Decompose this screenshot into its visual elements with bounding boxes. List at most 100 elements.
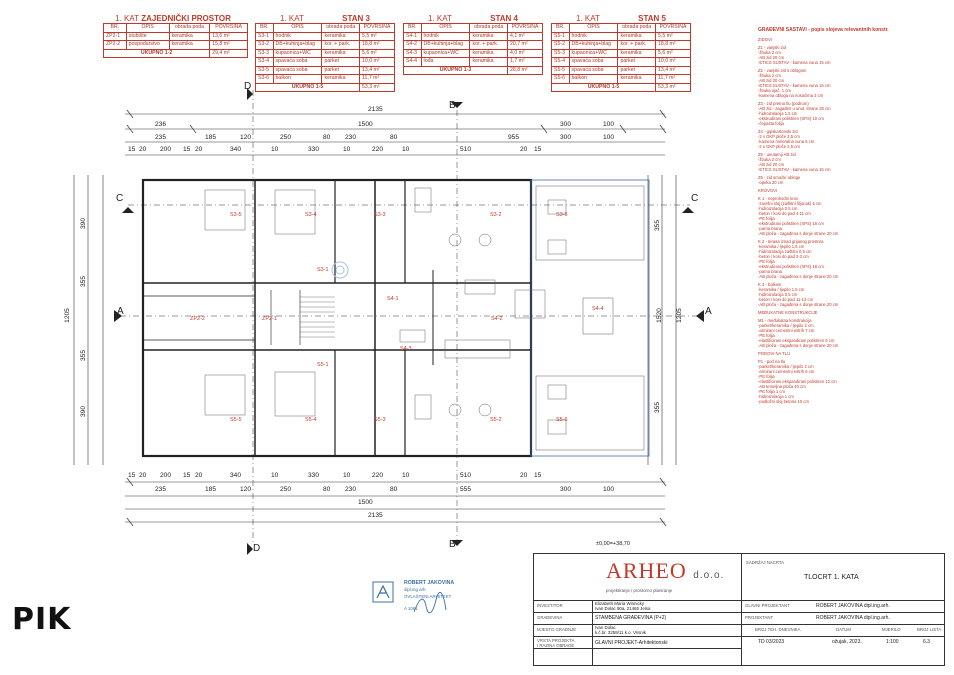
room-label: S3-5 — [230, 212, 242, 218]
spec-layer-line: -AB ploča - zagađena s donje strane 20 c… — [758, 302, 839, 307]
spec-layer-line: -kamena mineralna vuna 5 cm — [758, 139, 815, 144]
total-value: 28,8 m² — [507, 65, 543, 75]
stamp-name: ROBERT JAKOVINA — [404, 580, 455, 586]
table-title: 1. KAT STAN 5 — [551, 14, 691, 23]
glavni-projektant-label: GLAVNI PROJEKTANT — [745, 603, 790, 608]
dim-text: 390 — [80, 217, 88, 230]
construction-layers-list: GRAĐEVNI SASTAVI - popis slojeva relevan… — [758, 27, 948, 405]
spec-layer-line: -elastificirani ekspandirani polistiren … — [758, 338, 835, 343]
dim-text: 120 — [240, 486, 252, 493]
dim-text: 235 — [155, 486, 167, 493]
dim-text: 236 — [155, 121, 167, 128]
stamp-number: A 1061 — [404, 606, 418, 611]
table-heading: ZAJEDNIČKI PROSTOR — [141, 14, 231, 23]
dim-text: 340 — [230, 472, 242, 479]
spec-section-heading: K 2 - terasa iznad grijanog prostora — [758, 239, 824, 244]
spec-layer-line: -parket/keramika / ljepilo 2 cm — [758, 323, 814, 328]
dim-text: 250 — [280, 134, 292, 141]
room-label: S4-2 — [491, 316, 503, 322]
spec-layer-line: -AB zid 20 cm — [758, 55, 785, 60]
company-box: ARHEO d.o.o. projektiranje i prostorno p… — [536, 556, 742, 600]
spec-section-heading: K 3 - balkoni — [758, 282, 782, 287]
dim-text: 10 — [343, 146, 351, 153]
dim-text: 510 — [460, 146, 472, 153]
table-floor: 1. KAT — [115, 14, 139, 23]
dim-text: 100 — [603, 486, 615, 493]
dim-text: 355 — [654, 401, 662, 414]
spec-layer-line: -beton / kosi do pad 2-3 cm — [758, 254, 809, 259]
section-markers — [114, 88, 704, 555]
spec-layer-line: -AB ploča - zagađena s donje strane 20 c… — [758, 231, 839, 236]
dim-text: 10 — [402, 146, 410, 153]
total-label: UKUPNO 1-3 — [402, 65, 509, 75]
company-name: ARHEO — [606, 558, 687, 583]
total-label: UKUPNO 1-2 — [102, 48, 211, 58]
dim-text: 355 — [654, 219, 662, 232]
spec-layer-line: -PE folija 1 cm — [758, 389, 785, 394]
spec-layer-line: -parket/keramika / ljepilo 2 cm — [758, 364, 814, 369]
pik-logo: PIK — [12, 602, 72, 637]
signature-icon — [413, 592, 447, 614]
spec-layer-line: -beton / kosi do pad 4-11 cm — [758, 211, 811, 216]
dim-text: 15 — [534, 146, 542, 153]
spec-section-heading: MEĐUKATNE KONSTRUKCIJE — [758, 310, 818, 315]
spec-title: GRAĐEVNI SASTAVI - popis slojeva relevan… — [758, 27, 889, 33]
spec-layer-line: -čepasta folija — [758, 121, 784, 126]
spec-section-heading: M1 - međukatna konstrukcija — [758, 318, 812, 323]
spec-layer-line: -AB temeljna ploča 40 cm — [758, 384, 806, 389]
spec-layer-line: -PE folija — [758, 216, 775, 221]
stamp-logo-icon — [372, 581, 394, 603]
spec-layer-line: -ETICS SUSTAV - kamena vuna 15 cm — [758, 60, 831, 65]
dim-text: 80 — [390, 134, 398, 141]
room-label: S5-5 — [230, 417, 242, 423]
spec-layer-line: -opeka 20 cm — [758, 180, 784, 185]
dim-text: 120 — [240, 134, 252, 141]
dim-text: 10 — [343, 472, 351, 479]
dim-text: 390 — [80, 405, 88, 418]
watermark — [331, 261, 349, 279]
dim-text: 330 — [308, 146, 320, 153]
company-logo: ARHEO d.o.o. — [606, 558, 724, 584]
spec-layer-line: -ekstrudirani polistiren (XPS) 16 cm — [758, 264, 824, 269]
room-label: S4-3 — [400, 346, 412, 352]
col-value: 6.3 — [923, 639, 930, 645]
dim-text: 185 — [205, 486, 217, 493]
room-label: S5-3 — [374, 417, 386, 423]
dim-text: 15 — [128, 472, 136, 479]
dimension-ticks — [126, 109, 667, 527]
spec-section-heading: Z4 - gipskartonski zid — [758, 129, 798, 134]
dim-text: 230 — [345, 486, 357, 493]
dim-left-total: 1205 — [63, 308, 71, 323]
spec-layer-line: -žbuka 2 cm — [758, 50, 781, 55]
spec-layer-line: -završni sloj (zaštitni šljunak) 5 cm — [758, 201, 822, 206]
section-label-d-top: D — [244, 81, 252, 92]
spec-layer-line: -armirani cementni estrih 7 cm — [758, 328, 815, 333]
col-value: 1:100 — [886, 639, 899, 645]
room-label: S5-6 — [556, 417, 568, 423]
balcony-areas — [535, 185, 645, 451]
spec-section-heading: Z3 - zid prema tlu (podrum) — [758, 101, 809, 106]
spec-layer-line: -beton / kosi do pad 11-13 cm — [758, 297, 814, 302]
room-label: S3-1 — [317, 267, 329, 273]
spec-section-heading: Z2 - vanjski zid s oblogom — [758, 68, 807, 73]
dim-text: 330 — [308, 472, 320, 479]
dim-text: 300 — [560, 121, 572, 128]
dimension-lines — [73, 113, 677, 523]
total-label: UKUPNO 1-5 — [550, 82, 657, 92]
spec-layer-line: -PE folija — [758, 259, 775, 264]
elevation-note: ±0,00=+38,70 — [596, 541, 630, 547]
spec-layer-line: -ETICS SUSTAV - kamena vuna 15 cm — [758, 167, 831, 172]
dim-text: 220 — [372, 472, 384, 479]
dim-text: 20 — [139, 146, 147, 153]
spec-layer-line: -2 x GKP ploče 2,5 cm — [758, 144, 800, 149]
spec-section-heading: P1 - pod na tlu — [758, 359, 786, 364]
dim-text: 1500 — [358, 499, 373, 506]
